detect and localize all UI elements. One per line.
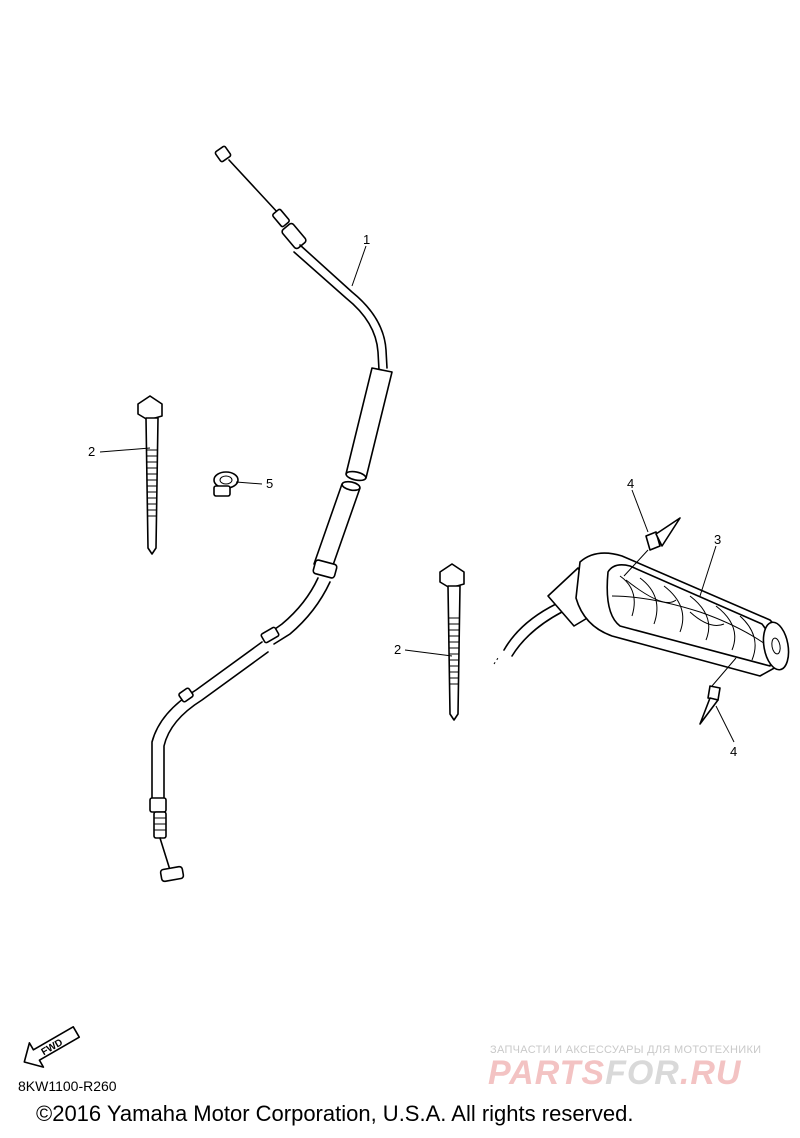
callout-5: 5 bbox=[266, 476, 273, 491]
copyright-notice: ©2016 Yamaha Motor Corporation, U.S.A. A… bbox=[36, 1101, 634, 1126]
handlebar-grip bbox=[493, 552, 790, 677]
callout-3: 3 bbox=[714, 532, 721, 547]
cable-tie-right bbox=[439, 563, 465, 721]
callout-2-right: 2 bbox=[394, 642, 401, 657]
watermark-logo-part1: PARTS bbox=[488, 1054, 606, 1092]
pin-upper bbox=[645, 517, 681, 551]
watermark-logo-part2: FOR bbox=[605, 1054, 680, 1092]
cable-tie-left bbox=[137, 395, 163, 555]
clip bbox=[213, 471, 239, 497]
callout-2-left: 2 bbox=[88, 444, 95, 459]
throttle-cable bbox=[149, 145, 393, 883]
callout-4-lower: 4 bbox=[730, 744, 737, 759]
callout-1: 1 bbox=[363, 232, 370, 247]
watermark-tagline: ЗАПЧАСТИ И АКСЕССУАРЫ ДЛЯ МОТОТЕХНИКИ bbox=[490, 1044, 762, 1056]
fwd-arrow-icon: FWD bbox=[23, 1026, 81, 1068]
watermark-logo: PARTSFOR.RU bbox=[488, 1054, 741, 1093]
pin-lower bbox=[699, 685, 721, 725]
callout-4-upper: 4 bbox=[627, 476, 634, 491]
leader-lines bbox=[99, 245, 737, 743]
diagram-code: 8KW1100-R260 bbox=[18, 1078, 117, 1094]
fwd-label: FWD bbox=[40, 1037, 65, 1058]
watermark-logo-part3: .RU bbox=[679, 1054, 742, 1092]
